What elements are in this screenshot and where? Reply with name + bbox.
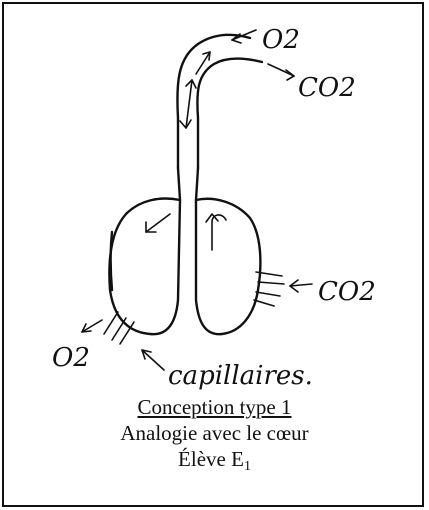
caption-title: Conception type 1 xyxy=(0,394,429,420)
right-lung-icon xyxy=(196,199,260,334)
caption-subtitle: Analogie avec le cœur xyxy=(0,420,429,446)
trachea-icon xyxy=(177,35,262,200)
o2-left-label: O2 xyxy=(52,343,90,373)
caption-student-subscript: 1 xyxy=(244,459,251,474)
o2-top-label: O2 xyxy=(262,25,300,55)
trachea-arrow-icon xyxy=(180,52,210,128)
co2-right-label: CO2 xyxy=(318,277,376,307)
capillaires-label: capillaires. xyxy=(168,361,313,391)
figure-caption: Conception type 1 Analogie avec le cœur … xyxy=(0,394,429,480)
caption-student-text: Élève E xyxy=(178,447,244,471)
co2-top-label: CO2 xyxy=(298,73,356,103)
left-lung-icon xyxy=(109,199,180,335)
right-capillaries-icon xyxy=(254,272,312,306)
caption-student: Élève E1 xyxy=(0,446,429,480)
